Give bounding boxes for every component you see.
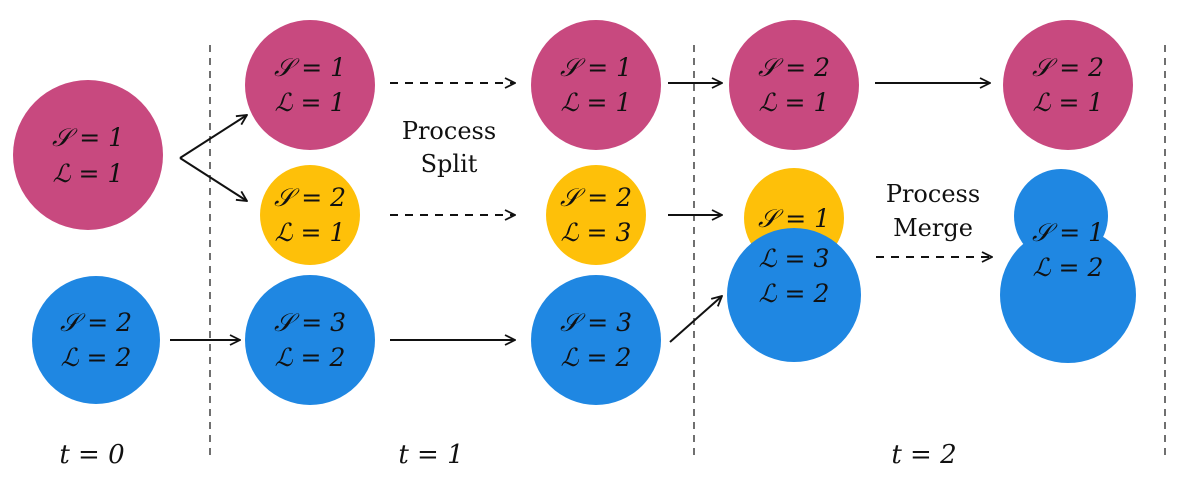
- node-l-label: ℒ = 2: [275, 343, 346, 372]
- node-t0-blue: 𝒮 = 2 ℒ = 2: [32, 276, 160, 404]
- node-circle: [1003, 20, 1133, 150]
- node-l-label: ℒ = 1: [1033, 88, 1104, 117]
- node-s-label: 𝒮 = 1: [560, 53, 632, 82]
- node-s-label: 𝒮 = 2: [560, 183, 632, 212]
- process-merge-label-line2: Merge: [893, 214, 973, 242]
- node-l-label: ℒ = 1: [561, 88, 632, 117]
- node-l-label: ℒ = 1: [275, 218, 346, 247]
- node-t1b-yellow: 𝒮 = 2 ℒ = 3: [546, 165, 646, 265]
- node-s-label: 𝒮 = 3: [274, 308, 346, 337]
- node-l-label: ℒ = 2: [561, 343, 632, 372]
- node-t1-magenta: 𝒮 = 1 ℒ = 1: [245, 20, 375, 150]
- node-circle: [729, 20, 859, 150]
- node-s-label: ℒ = 3: [759, 244, 830, 273]
- process-merge-label-line1: Process: [886, 180, 980, 208]
- node-s-label: 𝒮 = 1: [52, 123, 124, 152]
- node-s-label: 𝒮 = 1: [274, 53, 346, 82]
- node-s-label: 𝒮 = 2: [274, 183, 346, 212]
- node-t2b-magenta: 𝒮 = 2 ℒ = 1: [1003, 20, 1133, 150]
- node-l-label: ℒ = 2: [1033, 253, 1104, 282]
- node-l-label: ℒ = 3: [561, 218, 632, 247]
- node-circle: [32, 276, 160, 404]
- node-t2-magenta: 𝒮 = 2 ℒ = 1: [729, 20, 859, 150]
- node-l-label: ℒ = 1: [759, 88, 830, 117]
- node-s-label: 𝒮 = 3: [560, 308, 632, 337]
- node-s-label: 𝒮 = 2: [60, 308, 132, 337]
- timestep-label-t2: t = 2: [891, 440, 956, 470]
- node-t2b-blue-merged: 𝒮 = 1 ℒ = 2: [1000, 169, 1136, 363]
- node-l-label: ℒ = 1: [275, 88, 346, 117]
- node-t0-magenta: 𝒮 = 1 ℒ = 1: [13, 80, 163, 230]
- timestep-label-t1: t = 1: [398, 440, 463, 470]
- node-t1-yellow: 𝒮 = 2 ℒ = 1: [260, 165, 360, 265]
- node-circle: [546, 165, 646, 265]
- process-split-label-line1: Process: [402, 117, 496, 145]
- split-arrow-up: [179, 115, 247, 159]
- node-circle: [245, 20, 375, 150]
- node-t1-blue: 𝒮 = 3 ℒ = 2: [245, 275, 375, 405]
- node-l-label: ℒ = 2: [759, 279, 830, 308]
- process-split-label-line2: Split: [421, 150, 478, 178]
- node-t1b-blue: 𝒮 = 3 ℒ = 2: [531, 275, 661, 405]
- node-circle: [260, 165, 360, 265]
- split-arrow-down: [179, 157, 247, 201]
- node-l-label: ℒ = 2: [61, 343, 132, 372]
- node-s-label: 𝒮 = 1: [1032, 218, 1104, 247]
- node-s-label: 𝒮 = 2: [758, 53, 830, 82]
- node-s-label: 𝒮 = 2: [1032, 53, 1104, 82]
- node-circle-lower: [1000, 227, 1136, 363]
- node-t2-blue-overlap: ℒ = 3 ℒ = 2: [727, 228, 861, 362]
- node-circle: [531, 20, 661, 150]
- arrow-t1-blue: [669, 296, 722, 343]
- node-circle: [13, 80, 163, 230]
- node-t1b-magenta: 𝒮 = 1 ℒ = 1: [531, 20, 661, 150]
- node-l-label: ℒ = 1: [53, 159, 124, 188]
- node-circle: [727, 228, 861, 362]
- node-circle: [245, 275, 375, 405]
- timestep-label-t0: t = 0: [59, 440, 124, 470]
- node-circle: [531, 275, 661, 405]
